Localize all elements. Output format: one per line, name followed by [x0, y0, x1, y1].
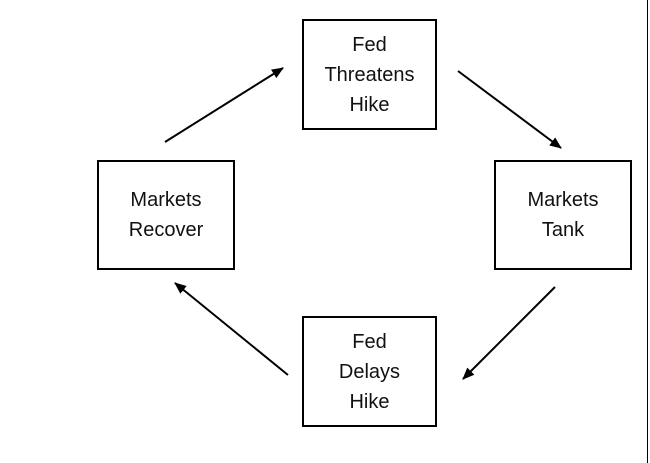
node-label-line: Markets [130, 189, 202, 211]
node-label-line: Fed [352, 33, 387, 56]
node-label-line: Tank [541, 219, 585, 241]
arrow-recover-to-threatens [164, 67, 284, 143]
node-fed-delays-hike: Fed Delays Hike [302, 316, 437, 427]
node-label-line: Delays [338, 360, 401, 383]
arrow-threatens-to-tank [457, 70, 562, 149]
node-label-line: Recover [128, 219, 204, 241]
node-markets-tank: Markets Tank [494, 160, 632, 270]
node-label-line: Markets [527, 189, 599, 211]
node-markets-recover: Markets Recover [97, 160, 235, 270]
arrow-tank-to-delays [462, 286, 556, 380]
node-label-line: Hike [349, 390, 390, 413]
node-label-line: Fed [352, 330, 387, 353]
node-label-line: Hike [349, 93, 390, 116]
node-fed-threatens-hike: Fed Threatens Hike [302, 19, 437, 130]
node-label-line: Threatens [324, 63, 415, 86]
right-border-line [647, 0, 648, 463]
arrow-delays-to-recover [174, 282, 289, 376]
